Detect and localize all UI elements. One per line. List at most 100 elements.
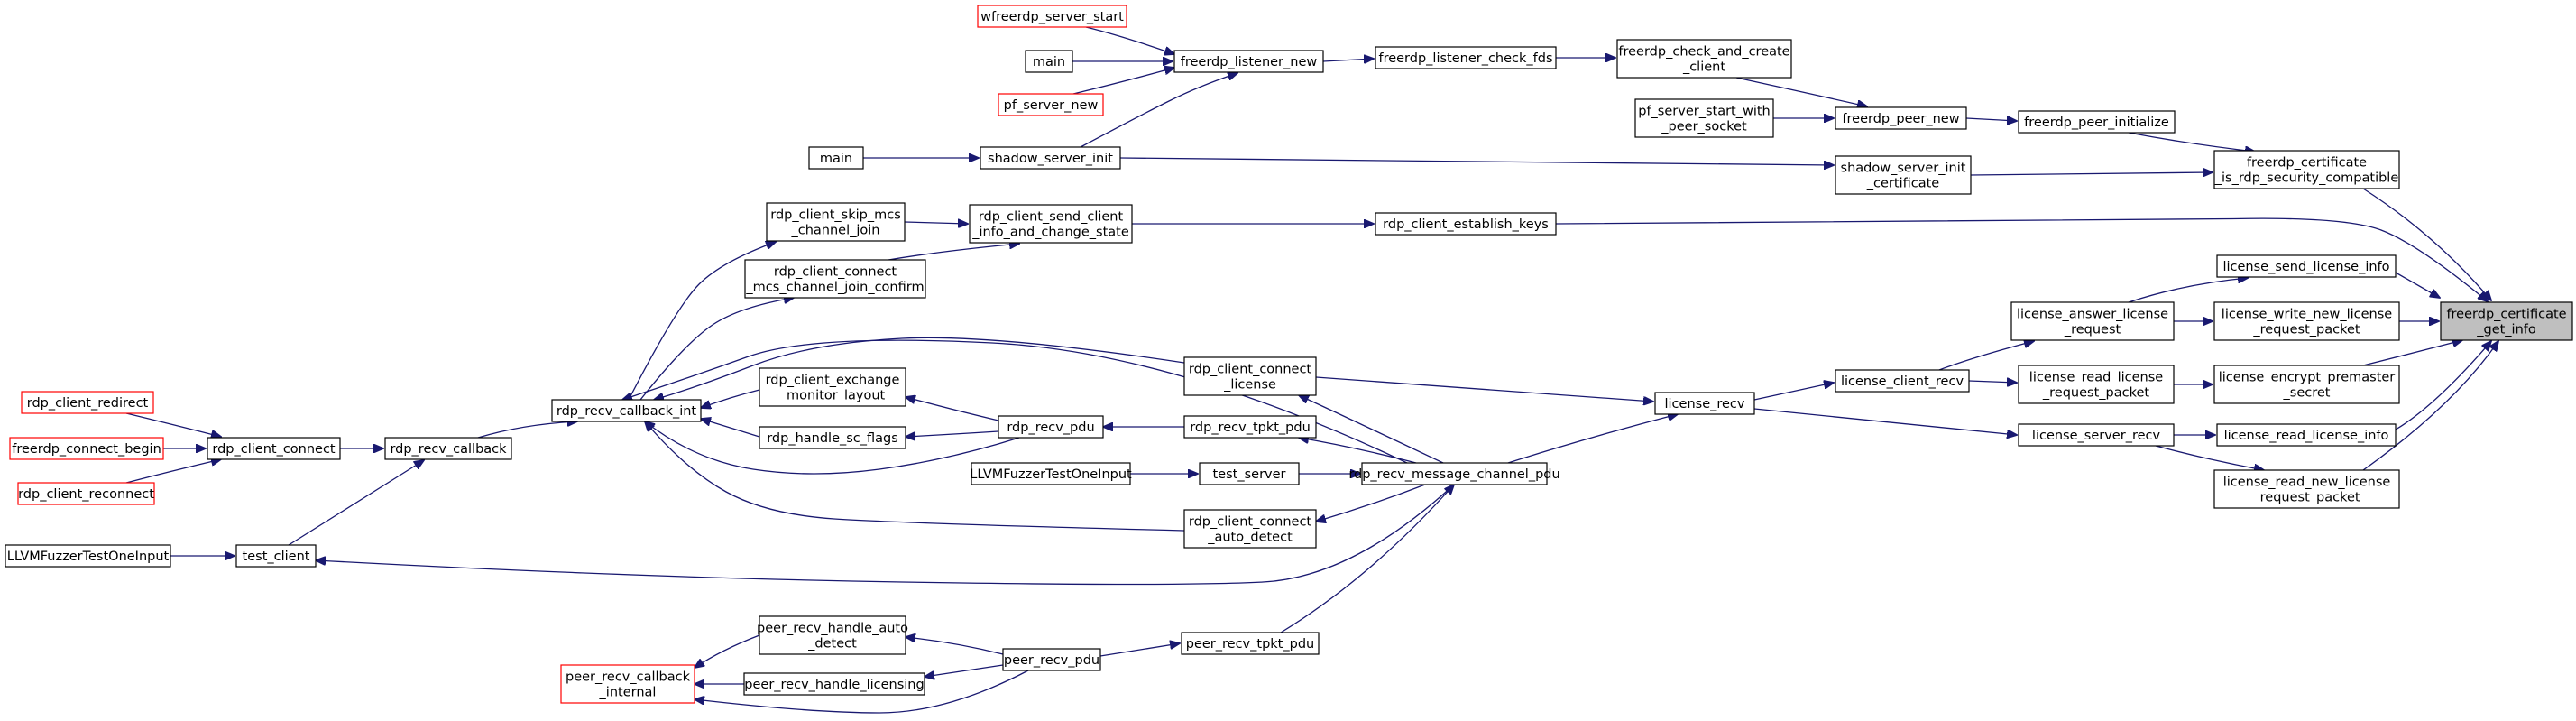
node-LLVMFuzzerTestOneInput1[interactable]: LLVMFuzzerTestOneInput <box>970 462 1132 485</box>
node-shadow_server_init_certificate[interactable]: shadow_server_init_certificate <box>1835 155 1972 195</box>
node-label: wfreerdp_server_start <box>980 10 1124 24</box>
node-peer_recv_callback_internal[interactable]: peer_recv_callback_internal <box>560 664 695 704</box>
node-main2[interactable]: main <box>808 146 864 170</box>
node-freerdp_certificate_get_info[interactable]: freerdp_certificate_get_info <box>2440 301 2573 341</box>
node-box <box>998 415 1104 439</box>
node-rdp_client_connect_auto_detect[interactable]: rdp_client_connect_auto_detect <box>1183 509 1317 549</box>
edge-peer_recv_pdu-to-peer_recv_handle_licensing <box>925 664 1004 677</box>
edge-rdp_client_connect_license-to-license_recv <box>1315 376 1653 402</box>
node-box <box>21 391 154 414</box>
edge-rdp_client_exchange_monitor_layout-to-rdp_recv_callback_int <box>701 389 760 408</box>
node-license_server_recv[interactable]: license_server_recv <box>2018 423 2175 447</box>
node-box <box>560 664 695 704</box>
node-rdp_client_exchange_monitor_layout[interactable]: rdp_client_exchange_monitor_layout <box>759 367 906 407</box>
node-freerdp_peer_initialize[interactable]: freerdp_peer_initialize <box>2018 110 2176 134</box>
node-box <box>808 146 864 170</box>
node-box <box>1616 39 1792 79</box>
node-shadow_server_init[interactable]: shadow_server_init <box>980 146 1121 170</box>
node-rdp_client_connect_mcs_channel_join_confirm[interactable]: rdp_client_connect_mcs_channel_join_conf… <box>744 259 926 299</box>
node-license_answer_license_request[interactable]: license_answer_license_request <box>2010 301 2175 341</box>
node-rdp_handle_sc_flags[interactable]: rdp_handle_sc_flags <box>759 426 906 449</box>
node-rdp_client_connect_license[interactable]: rdp_client_connect_license <box>1183 356 1317 396</box>
edge-rdp_recv_message_channel_pdu-to-rdp_recv_tpkt_pdu <box>1299 438 1417 464</box>
node-license_client_recv[interactable]: license_client_recv <box>1835 369 1970 393</box>
node-label: shadow_server_init <box>988 152 1113 166</box>
edge-license_client_recv-to-license_read_license_request_packet <box>1968 381 2017 383</box>
node-freerdp_peer_new[interactable]: freerdp_peer_new <box>1835 106 1967 130</box>
node-peer_recv_tpkt_pdu[interactable]: peer_recv_tpkt_pdu <box>1181 632 1320 655</box>
edge-license_encrypt_premaster_secret-to-freerdp_certificate_get_info <box>2362 340 2462 366</box>
node-main1[interactable]: main <box>1025 50 1073 73</box>
node-label: license_write_new_license <box>2222 308 2392 322</box>
edge-license_server_recv-to-license_read_new_license_request_packet <box>2155 445 2264 470</box>
node-box <box>1183 509 1317 549</box>
node-rdp_recv_pdu[interactable]: rdp_recv_pdu <box>998 415 1104 439</box>
node-rdp_recv_message_channel_pdu[interactable]: rdp_recv_message_channel_pdu <box>1348 462 1560 485</box>
node-license_send_license_info[interactable]: license_send_license_info <box>2216 254 2397 278</box>
nodes-layer: wfreerdp_server_startmainpf_server_newfr… <box>5 5 2573 704</box>
node-label: rdp_client_skip_mcs <box>770 208 901 223</box>
node-peer_recv_handle_licensing[interactable]: peer_recv_handle_licensing <box>743 672 925 696</box>
node-box <box>1025 50 1073 73</box>
node-pf_server_new[interactable]: pf_server_new <box>998 93 1104 116</box>
node-box <box>1173 50 1324 73</box>
node-license_read_license_info[interactable]: license_read_license_info <box>2216 423 2397 447</box>
node-box <box>743 672 925 696</box>
node-label: peer_recv_callback <box>566 670 691 685</box>
node-label: LLVMFuzzerTestOneInput <box>970 467 1132 482</box>
node-rdp_client_establish_keys[interactable]: rdp_client_establish_keys <box>1375 212 1557 236</box>
node-label: _mcs_channel_join_confirm <box>745 281 924 295</box>
node-LLVMFuzzerTestOneInput2[interactable]: LLVMFuzzerTestOneInput <box>5 544 171 568</box>
edge-rdp_recv_pdu-to-rdp_handle_sc_flags <box>906 430 999 437</box>
node-label: _auto_detect <box>1207 531 1293 545</box>
edge-rdp_recv_message_channel_pdu-to-rdp_client_connect_license <box>1299 395 1444 464</box>
node-pf_server_start_with_peer_socket[interactable]: pf_server_start_with_peer_socket <box>1634 98 1774 138</box>
node-freerdp_check_and_create_client[interactable]: freerdp_check_and_create_client <box>1616 39 1792 79</box>
edge-rdp_recv_callback_int-to-rdp_client_connect_mcs_channel_join_confirm <box>639 298 794 401</box>
node-box <box>207 437 341 460</box>
edge-rdp_recv_callback-to-rdp_recv_callback_int <box>477 421 577 439</box>
node-freerdp_certificate_is_rdp_security_compatible[interactable]: freerdp_certificate_is_rdp_security_comp… <box>2213 150 2400 189</box>
node-test_server[interactable]: test_server <box>1199 462 1300 485</box>
node-license_read_license_request_packet[interactable]: license_read_license_request_packet <box>2018 365 2175 404</box>
node-freerdp_listener_check_fds[interactable]: freerdp_listener_check_fds <box>1375 46 1557 69</box>
node-license_encrypt_premaster_secret[interactable]: license_encrypt_premaster_secret <box>2213 365 2400 404</box>
node-rdp_client_send_client_info_and_change_state[interactable]: rdp_client_send_client_info_and_change_s… <box>969 204 1133 244</box>
node-label: _info_and_change_state <box>971 226 1129 240</box>
node-rdp_recv_tpkt_pdu[interactable]: rdp_recv_tpkt_pdu <box>1183 415 1317 439</box>
node-label: license_client_recv <box>1841 374 1964 389</box>
node-rdp_recv_callback[interactable]: rdp_recv_callback <box>384 437 512 460</box>
node-wfreerdp_server_start[interactable]: wfreerdp_server_start <box>977 5 1127 28</box>
node-label: peer_recv_pdu <box>1004 653 1099 668</box>
node-box <box>551 399 702 422</box>
node-box <box>1183 356 1317 396</box>
node-license_recv[interactable]: license_recv <box>1654 392 1755 415</box>
node-freerdp_listener_new[interactable]: freerdp_listener_new <box>1173 50 1324 73</box>
node-box <box>759 367 906 407</box>
node-box <box>2216 254 2397 278</box>
node-rdp_client_connect[interactable]: rdp_client_connect <box>207 437 341 460</box>
node-rdp_client_skip_mcs_channel_join[interactable]: rdp_client_skip_mcs_channel_join <box>766 202 906 242</box>
node-rdp_client_redirect[interactable]: rdp_client_redirect <box>21 391 154 414</box>
node-label: peer_recv_handle_auto <box>757 622 908 636</box>
node-rdp_recv_callback_int[interactable]: rdp_recv_callback_int <box>551 399 702 422</box>
edge-rdp_recv_callback_int-to-rdp_client_skip_mcs_channel_join <box>628 242 776 401</box>
node-test_client[interactable]: test_client <box>235 544 317 568</box>
node-license_read_new_license_request_packet[interactable]: license_read_new_license_request_packet <box>2213 469 2400 509</box>
node-box <box>2213 301 2400 341</box>
node-freerdp_connect_begin[interactable]: freerdp_connect_begin <box>9 437 164 460</box>
node-rdp_client_reconnect[interactable]: rdp_client_reconnect <box>17 482 155 505</box>
node-label: _channel_join <box>791 224 880 238</box>
edge-rdp_recv_message_channel_pdu-to-test_client <box>316 484 1455 586</box>
edge-license_recv-to-license_client_recv <box>1753 383 1834 401</box>
node-label: license_server_recv <box>2032 429 2161 443</box>
node-box <box>980 146 1121 170</box>
node-license_write_new_license_request_packet[interactable]: license_write_new_license_request_packet <box>2213 301 2400 341</box>
node-label: _request <box>2064 323 2121 337</box>
node-peer_recv_pdu[interactable]: peer_recv_pdu <box>1002 648 1101 671</box>
node-label: rdp_recv_callback <box>390 442 507 457</box>
node-box <box>2018 365 2175 404</box>
node-peer_recv_handle_auto_detect[interactable]: peer_recv_handle_auto_detect <box>757 615 908 655</box>
node-label: rdp_client_redirect <box>27 396 149 411</box>
